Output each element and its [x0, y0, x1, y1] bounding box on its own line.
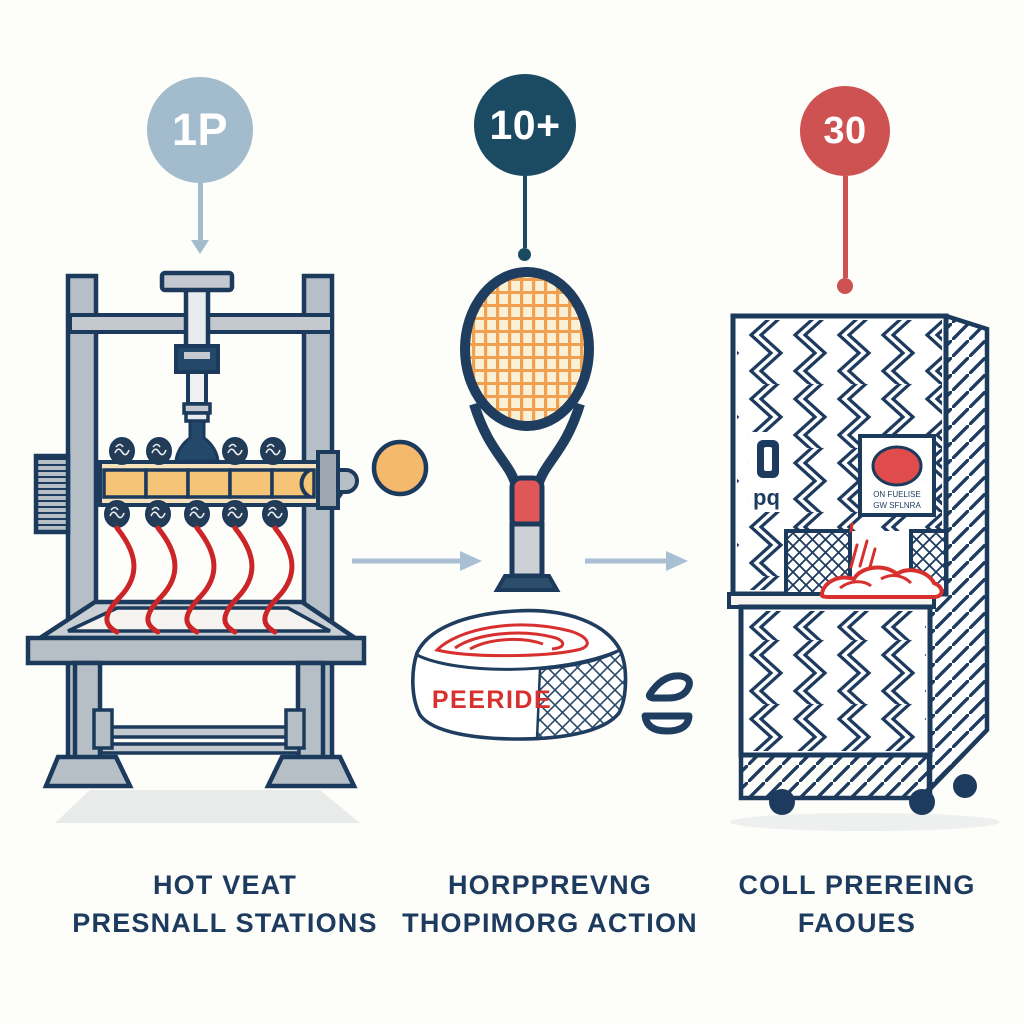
stage3-caption-line1: COLL PREREING: [738, 870, 976, 900]
tennis-racket: [460, 267, 594, 592]
press-piston-head: [174, 419, 220, 463]
stage3-caption: COLL PREREING FAOUES: [700, 866, 1014, 942]
press-side-motor: [33, 453, 71, 535]
panel-text-line1: ON FUELISE: [873, 490, 921, 499]
stage2-caption-line1: HORPPREVNG: [447, 870, 653, 900]
stage2-connector-line: [523, 176, 527, 248]
racket-strings: [469, 276, 585, 422]
flow-arrow-left: [352, 551, 482, 571]
stage3-badge: 30: [800, 86, 890, 176]
stage3-connector-line: [843, 176, 848, 278]
cold-press-cabinet: pq ON FUELISE GW SFLNRA: [727, 313, 1000, 831]
stage3-caption-line2: FAOUES: [797, 908, 917, 938]
tennis-ball: [371, 439, 429, 497]
press-piston-rod: [186, 370, 208, 406]
hot-press-machine: [25, 270, 367, 823]
wheel-right: [909, 789, 935, 815]
stringing-stage-illustration: PEERIDE: [352, 267, 693, 741]
package-label: PEERIDE: [432, 686, 552, 714]
stage1-caption-line2: PRESNALL STATIONS: [72, 908, 378, 938]
wheel-back: [953, 774, 977, 798]
flow-arrow-right-head-icon: [666, 551, 688, 571]
stage2-caption: HORPPREVNG THOPIMORG ACTION: [372, 866, 728, 942]
stage1-connector-arrowhead-icon: [191, 240, 209, 254]
press-heating-wires: [104, 525, 295, 635]
press-right-clamp: [299, 450, 359, 510]
stage1-connector-line: [198, 183, 203, 240]
panel-text-line2: GW SFLNRA: [873, 501, 921, 510]
wheel-left: [769, 789, 795, 815]
press-base-frame: [42, 660, 358, 789]
power-switch-slot: [762, 445, 774, 473]
red-button: [871, 445, 923, 487]
stage2-badge: 10+: [474, 74, 576, 176]
press-platen-blocks: [102, 468, 316, 499]
racket-grip-red: [509, 475, 545, 531]
small-part-dish: [641, 712, 693, 735]
pressed-item-detail: [839, 574, 913, 590]
side-marking: pq: [753, 485, 780, 510]
stage1-badge: 1P: [147, 77, 253, 183]
package-lid-edge: [416, 648, 621, 671]
press-ram-stem: [183, 285, 211, 351]
racket-stand-base: [493, 574, 561, 592]
stage2-connector-dot: [518, 248, 531, 261]
small-part-wedge: [645, 672, 693, 702]
peeride-package: PEERIDE: [411, 608, 628, 741]
racket-handle: [509, 521, 545, 579]
cabinet-plinth: [738, 752, 933, 801]
pressed-item: [819, 565, 944, 599]
racket-frame: [460, 267, 594, 431]
control-panel: ON FUELISE GW SFLNRA: [858, 434, 936, 517]
press-t-handle: [159, 270, 235, 293]
flow-arrow-right: [585, 551, 688, 571]
package-lid-swirls: [434, 623, 589, 658]
cabinet-floor-shadow: [730, 813, 1000, 831]
stage1-caption-line1: HOT VEAT: [152, 870, 298, 900]
steam-marks: [849, 522, 877, 569]
press-collar-detail: [184, 352, 210, 359]
flow-arrow-left-head-icon: [460, 551, 482, 571]
stage2-caption-line2: THOPIMORG ACTION: [402, 908, 698, 938]
small-parts: [641, 672, 693, 735]
press-floor-shadow: [55, 790, 360, 823]
stage3-connector-dot: [837, 278, 853, 294]
cabinet-lower-zigzag: [745, 611, 926, 751]
stage1-caption: HOT VEAT PRESNALL STATIONS: [40, 866, 410, 942]
